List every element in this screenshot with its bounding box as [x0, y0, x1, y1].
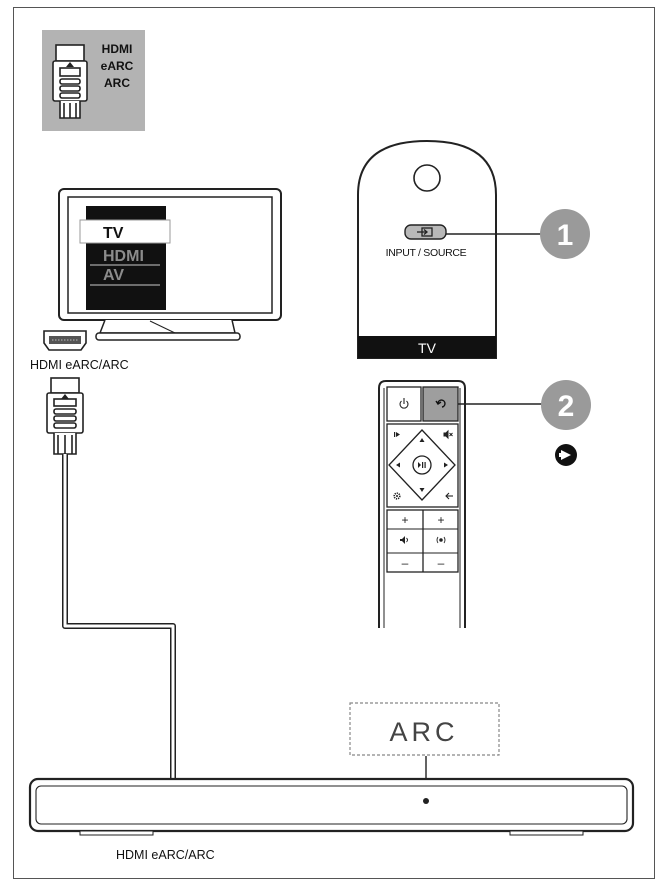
badge-line-3: ARC — [104, 76, 130, 90]
tv-menu-item-av: AV — [103, 267, 124, 284]
soundbar — [28, 777, 635, 836]
power-icon — [399, 398, 409, 409]
mute-icon — [443, 429, 453, 440]
input-source-icon — [417, 227, 433, 237]
play-pause-icon — [418, 462, 426, 468]
tv-set: TV HDMI AV — [58, 188, 282, 341]
source-icon — [435, 399, 446, 408]
soundbar-display-text: ARC — [389, 717, 458, 747]
tv-remote-power-button[interactable] — [413, 164, 441, 192]
arrow-up-icon — [419, 438, 425, 442]
badge-line-1: HDMI — [102, 42, 133, 56]
soundbar-port-label: HDMI eARC/ARC — [116, 848, 215, 862]
hdmi-cable-plug-icon — [46, 377, 84, 455]
soundbar-display: ARC — [349, 702, 500, 756]
tv-port-label: HDMI eARC/ARC — [30, 358, 129, 372]
hdmi-plug-icon — [52, 44, 88, 119]
diagram-frame — [13, 7, 655, 879]
input-source-button[interactable] — [404, 224, 447, 240]
tv-remote-footer — [358, 336, 496, 358]
arrow-right-icon — [444, 462, 448, 468]
input-source-label: INPUT / SOURCE — [386, 247, 467, 259]
badge-line-2: eARC — [101, 59, 134, 73]
volume-down-button[interactable]: – — [402, 556, 409, 570]
tv-remote: INPUT / SOURCE TV — [357, 139, 497, 359]
tv-menu-item-tv: TV — [103, 225, 124, 242]
bluetooth-icon — [394, 432, 400, 437]
soundbar-source-button[interactable] — [422, 386, 459, 422]
tv-menu-item-hdmi: HDMI — [103, 248, 144, 265]
hdmi-earc-badge: HDMI eARC ARC — [42, 30, 145, 131]
bass-down-button[interactable]: – — [438, 556, 445, 570]
step-2-badge: 2 — [541, 380, 591, 430]
bass-icon — [436, 536, 446, 544]
volume-up-button[interactable]: + — [401, 513, 408, 527]
bass-up-button[interactable]: + — [437, 513, 444, 527]
soundbar-remote: + + – – — [378, 380, 466, 628]
back-icon — [445, 492, 453, 500]
step-2-number: 2 — [558, 390, 575, 423]
hdmi-cable — [62, 454, 176, 782]
step-1-badge: 1 — [540, 209, 590, 259]
volume-icon — [400, 536, 408, 544]
settings-icon — [393, 492, 401, 500]
next-arrow-icon — [555, 444, 577, 466]
tv-input-menu: TV HDMI AV — [79, 206, 171, 310]
tv-hdmi-port-icon — [43, 330, 87, 351]
step-1-number: 1 — [557, 219, 574, 252]
arrow-left-icon — [396, 462, 400, 468]
tv-remote-footer-label: TV — [418, 340, 437, 356]
arrow-down-icon — [419, 488, 425, 492]
